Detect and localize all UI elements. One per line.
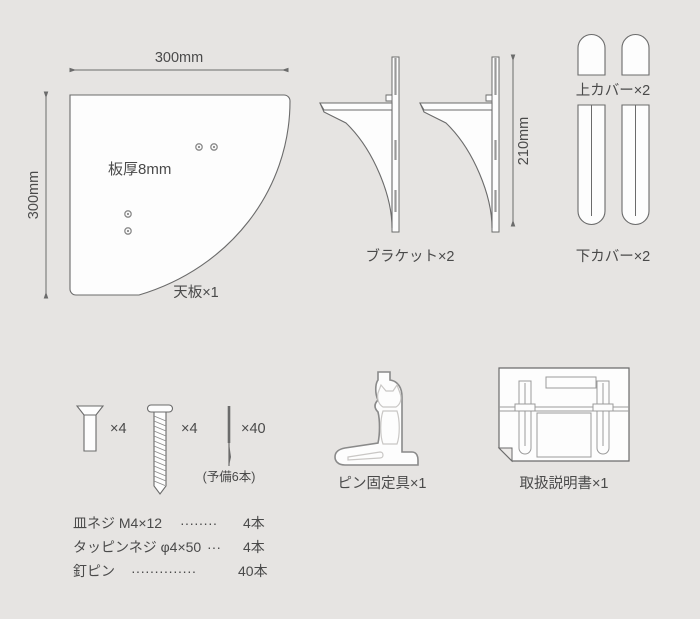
upper-cover-2 — [621, 33, 650, 76]
upper-cover-label: 上カバー×2 — [576, 82, 651, 99]
upper-cover-1 — [577, 33, 606, 76]
shelf-board-outline — [69, 94, 291, 296]
tapping-screw-head — [146, 404, 174, 413]
pin-jig-group: ピン固定具×1 — [334, 371, 427, 492]
bracket-height-dimension: 210mm — [510, 54, 532, 227]
bracket-left-body — [319, 102, 393, 229]
board-width-label: 300mm — [155, 50, 203, 66]
manual-title-bar — [545, 376, 597, 389]
pin-jig-label: ピン固定具×1 — [337, 475, 426, 492]
parts-list-leader-0: ········ — [180, 515, 217, 531]
tapping-screw-count: ×4 — [181, 421, 198, 437]
manual-folded-corner — [497, 447, 513, 463]
nail-pin: ×40 (予備6本) — [203, 406, 266, 484]
bracket-right-hook-tab — [485, 94, 493, 102]
bracket-left-hook-tab — [385, 94, 393, 102]
parts-list-qty-0: 4本 — [243, 515, 265, 531]
nail-pin-spare-note: (予備6本) — [203, 470, 256, 484]
bracket-right-body — [419, 102, 493, 229]
tapping-screw-threads — [153, 415, 167, 486]
bracket-part-label: ブラケット×2 — [365, 247, 454, 265]
parts-list-name-2: 釘ピン — [73, 563, 115, 579]
parts-list-row: 釘ピン ·············· 40本 — [73, 563, 268, 579]
parts-list-leader-2: ·············· — [131, 563, 196, 579]
parts-list-leader-1: ··· — [207, 539, 221, 555]
cat-tail-icon — [347, 451, 384, 461]
parts-list-qty-1: 4本 — [243, 539, 265, 555]
mounting-holes-upper — [195, 143, 218, 151]
manual-bracket-right-icon — [592, 380, 614, 455]
parts-list-qty-2: 40本 — [238, 563, 268, 579]
bracket-left-shelf-lip — [319, 102, 393, 111]
fasteners-group: ×4 ×4 ×40 (予備6本) — [75, 404, 266, 495]
parts-list-name-0: 皿ネジ M4×12 — [73, 515, 162, 531]
manual-label: 取扱説明書×1 — [519, 475, 608, 492]
tapping-screw: ×4 — [146, 404, 198, 495]
bracket-group: 210mm ブラケット×2 — [319, 54, 532, 265]
lower-cover-label: 下カバー×2 — [576, 249, 651, 265]
board-thickness-note: 板厚8mm — [108, 161, 171, 178]
parts-list-row: 皿ネジ M4×12 ········ 4本 — [73, 515, 265, 531]
nail-pin-count: ×40 — [241, 421, 266, 437]
board-group: 300mm 300mm 板厚8mm 天板×1 — [26, 50, 291, 301]
manual-figure-box — [536, 412, 592, 458]
flat-head-screw-count: ×4 — [110, 421, 127, 437]
board-part-label: 天板×1 — [173, 284, 219, 301]
flat-head-screw: ×4 — [75, 405, 127, 452]
board-height-label: 300mm — [26, 171, 42, 219]
board-height-dimension: 300mm — [26, 91, 49, 299]
lower-covers: 下カバー×2 — [576, 104, 651, 265]
mounting-holes-lower — [124, 210, 132, 235]
board-width-dimension: 300mm — [69, 50, 289, 73]
manual-group: 取扱説明書×1 — [497, 367, 630, 492]
bracket-left — [319, 56, 400, 233]
parts-list: 皿ネジ M4×12 ········ 4本 タッピンネジ φ4×50 ··· 4… — [73, 515, 268, 579]
manual-bracket-left-icon — [514, 380, 536, 455]
cat-body-icon — [380, 410, 400, 445]
cat-head-icon — [377, 383, 402, 408]
covers-group: 上カバー×2 下カバー×2 — [576, 33, 651, 265]
parts-list-row: タッピンネジ φ4×50 ··· 4本 — [73, 539, 265, 555]
upper-covers: 上カバー×2 — [576, 33, 651, 99]
bracket-right-shelf-lip — [419, 102, 493, 111]
flat-head-screw-shaft — [83, 414, 97, 452]
parts-list-name-1: タッピンネジ φ4×50 — [73, 539, 201, 555]
bracket-height-label: 210mm — [516, 117, 532, 165]
bracket-right — [419, 56, 500, 233]
